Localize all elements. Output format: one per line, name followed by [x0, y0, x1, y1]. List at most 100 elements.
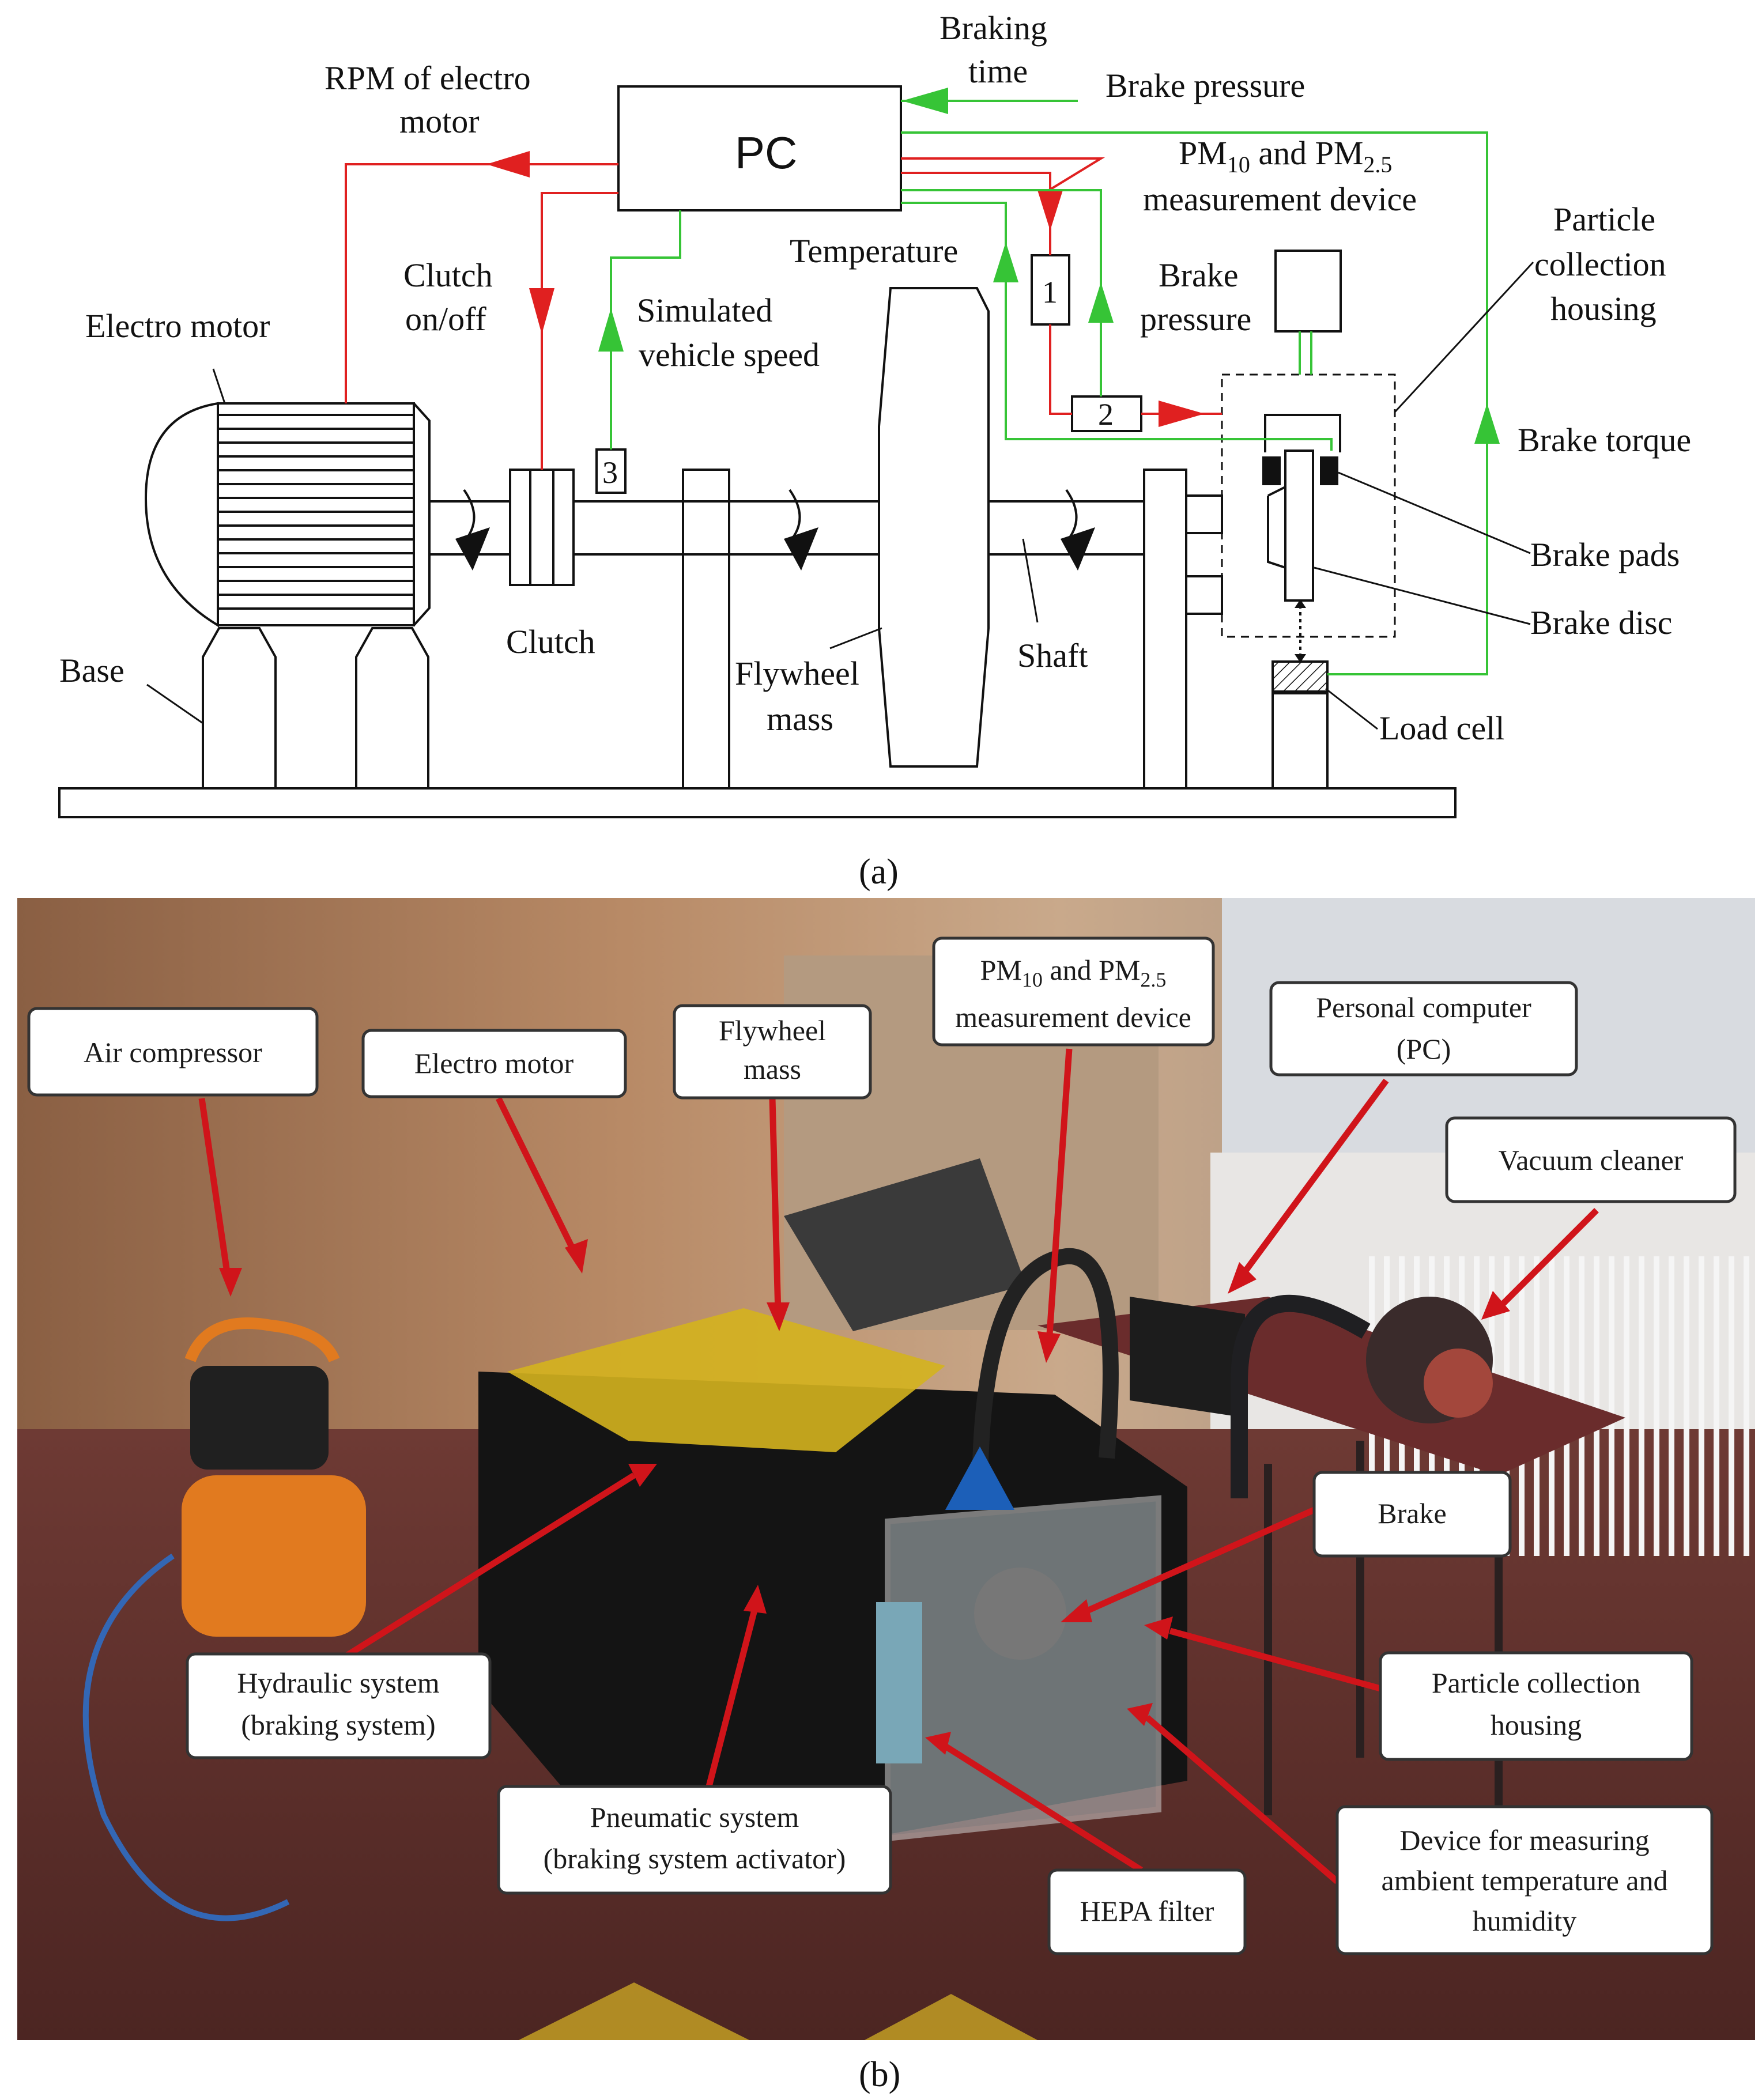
pm-measurement-device [1274, 250, 1342, 333]
callout-pc-1: Personal computer [1316, 991, 1531, 1023]
label-brake-pressure-top: Brake pressure [1106, 67, 1305, 104]
load-cell-support [1271, 690, 1329, 790]
label-rpm-1: RPM of electro [325, 59, 531, 97]
label-flywheel-1: Flywheel [735, 655, 859, 692]
pm-device-hood [784, 1158, 1026, 1331]
callout-flywheel-2: mass [744, 1053, 801, 1085]
floor-hazard-stripes [519, 1982, 1037, 2040]
label-load-cell: Load cell [1379, 709, 1504, 747]
pc-label: PC [735, 127, 797, 178]
callout-vacuum: Vacuum cleaner [1499, 1144, 1684, 1176]
caption-a: (a) [859, 852, 899, 892]
rotation-arrows [455, 489, 1095, 571]
callout-pm-device-2: measurement device [955, 1001, 1191, 1033]
label-simulated-1: Simulated [637, 292, 772, 329]
rig-perspex [885, 1495, 1161, 1842]
callout-hepa: HEPA filter [1080, 1895, 1214, 1927]
brake-disc-photo [974, 1568, 1066, 1660]
callout-arrowheads [219, 1239, 1510, 1755]
label-particle-3: housing [1550, 290, 1657, 327]
shaft-bearing-support [682, 469, 730, 790]
callout-hydraulic-1: Hydraulic system [237, 1667, 439, 1699]
label-brake-pads: Brake pads [1530, 536, 1680, 573]
callout-pneumatic-2: (braking system activator) [544, 1842, 846, 1875]
label-braking-time-2: time [968, 52, 1028, 90]
blue-funnel [945, 1446, 1014, 1510]
label-pm-device-2: measurement device [1143, 180, 1417, 218]
sensor-1-label: 1 [1042, 275, 1058, 309]
label-flywheel-2: mass [767, 700, 833, 738]
particle-collection-housing [1221, 373, 1396, 638]
callout-box-brake [1312, 1471, 1512, 1558]
callout-device-1: Device for measuring [1399, 1824, 1649, 1856]
callout-box-pm-device [932, 936, 1215, 1047]
callout-box-air-compressor [27, 1007, 319, 1097]
leader-lines [146, 261, 1534, 730]
measurement-signals-green [598, 88, 1500, 675]
callout-box-pneumatic [497, 1785, 892, 1895]
photo-panel: Air compressor Electro motor Flywheel ma… [17, 898, 1755, 2094]
base [58, 787, 1457, 818]
brake-support [1143, 469, 1187, 790]
callout-box-device [1335, 1805, 1714, 1955]
label-base: Base [59, 652, 124, 689]
label-clutch-onoff-1: Clutch [403, 256, 493, 294]
particle-hose [972, 1248, 1119, 1499]
hepa-filter-photo [876, 1602, 922, 1763]
callout-particle-2: housing [1491, 1709, 1582, 1741]
callout-air-compressor: Air compressor [84, 1036, 262, 1068]
callout-pm-device-1: PM10 and PM2.5 [980, 954, 1167, 991]
callout-flywheel-1: Flywheel [719, 1014, 826, 1047]
label-brake-torque: Brake torque [1518, 421, 1691, 459]
brake-disc [1284, 450, 1314, 602]
electro-motor [144, 402, 431, 628]
callout-pneumatic-1: Pneumatic system [590, 1801, 799, 1833]
clutch [509, 469, 575, 586]
callout-arrows [198, 1048, 1599, 1884]
label-particle-2: collection [1534, 245, 1666, 283]
sensor-3-label: 3 [602, 455, 618, 490]
control-signals-red [345, 151, 1222, 470]
brake-pad-right [1320, 456, 1338, 485]
vacuum-hose [1231, 1294, 1371, 1498]
callout-device-2: ambient temperature and [1382, 1864, 1668, 1897]
pc-box [617, 85, 902, 211]
label-electro-motor: Electro motor [85, 307, 270, 345]
callout-box-pc [1269, 981, 1578, 1077]
label-brake-pressure-mid-2: pressure [1140, 300, 1251, 338]
callout-electro-motor: Electro motor [414, 1047, 574, 1079]
label-simulated-2: vehicle speed [639, 336, 820, 373]
label-pm-device-1: PM10 and PM2.5 [1179, 134, 1392, 177]
callout-particle-1: Particle collection [1432, 1667, 1640, 1699]
sensor-box-2 [1071, 395, 1142, 432]
label-brake-disc: Brake disc [1530, 604, 1672, 641]
label-clutch-onoff-2: on/off [405, 300, 486, 338]
label-brake-pressure-mid-1: Brake [1159, 256, 1239, 294]
callout-hydraulic-2: (braking system) [241, 1709, 435, 1741]
label-braking-time-1: Braking [940, 9, 1047, 47]
callout-box-hydraulic [186, 1652, 492, 1759]
label-rpm-2: motor [399, 103, 480, 140]
flywheel [878, 287, 990, 768]
callout-box-flywheel [673, 1004, 872, 1100]
callout-box-electro-motor [361, 1029, 627, 1098]
label-particle-1: Particle [1553, 201, 1655, 238]
callout-box-particle [1379, 1651, 1693, 1761]
callout-brake: Brake [1378, 1497, 1446, 1529]
laptop [1130, 1297, 1245, 1418]
caption-b: (b) [859, 2055, 900, 2094]
brake-pad-left [1262, 456, 1281, 485]
label-clutch: Clutch [506, 623, 595, 660]
callout-box-vacuum [1445, 1116, 1737, 1203]
callout-device-3: humidity [1473, 1905, 1577, 1937]
schematic-panel: PC 1 2 3 [58, 9, 1691, 892]
label-temperature: Temperature [790, 232, 958, 270]
rig-grille [507, 1308, 945, 1452]
air-compressor-photo [82, 1317, 366, 1921]
callout-pc-2: (PC) [1397, 1033, 1451, 1065]
label-shaft: Shaft [1017, 637, 1088, 674]
load-cell [1271, 660, 1329, 694]
sensor-2-label: 2 [1098, 397, 1114, 432]
callout-box-hepa [1047, 1868, 1247, 1955]
motor-feet [202, 627, 429, 788]
